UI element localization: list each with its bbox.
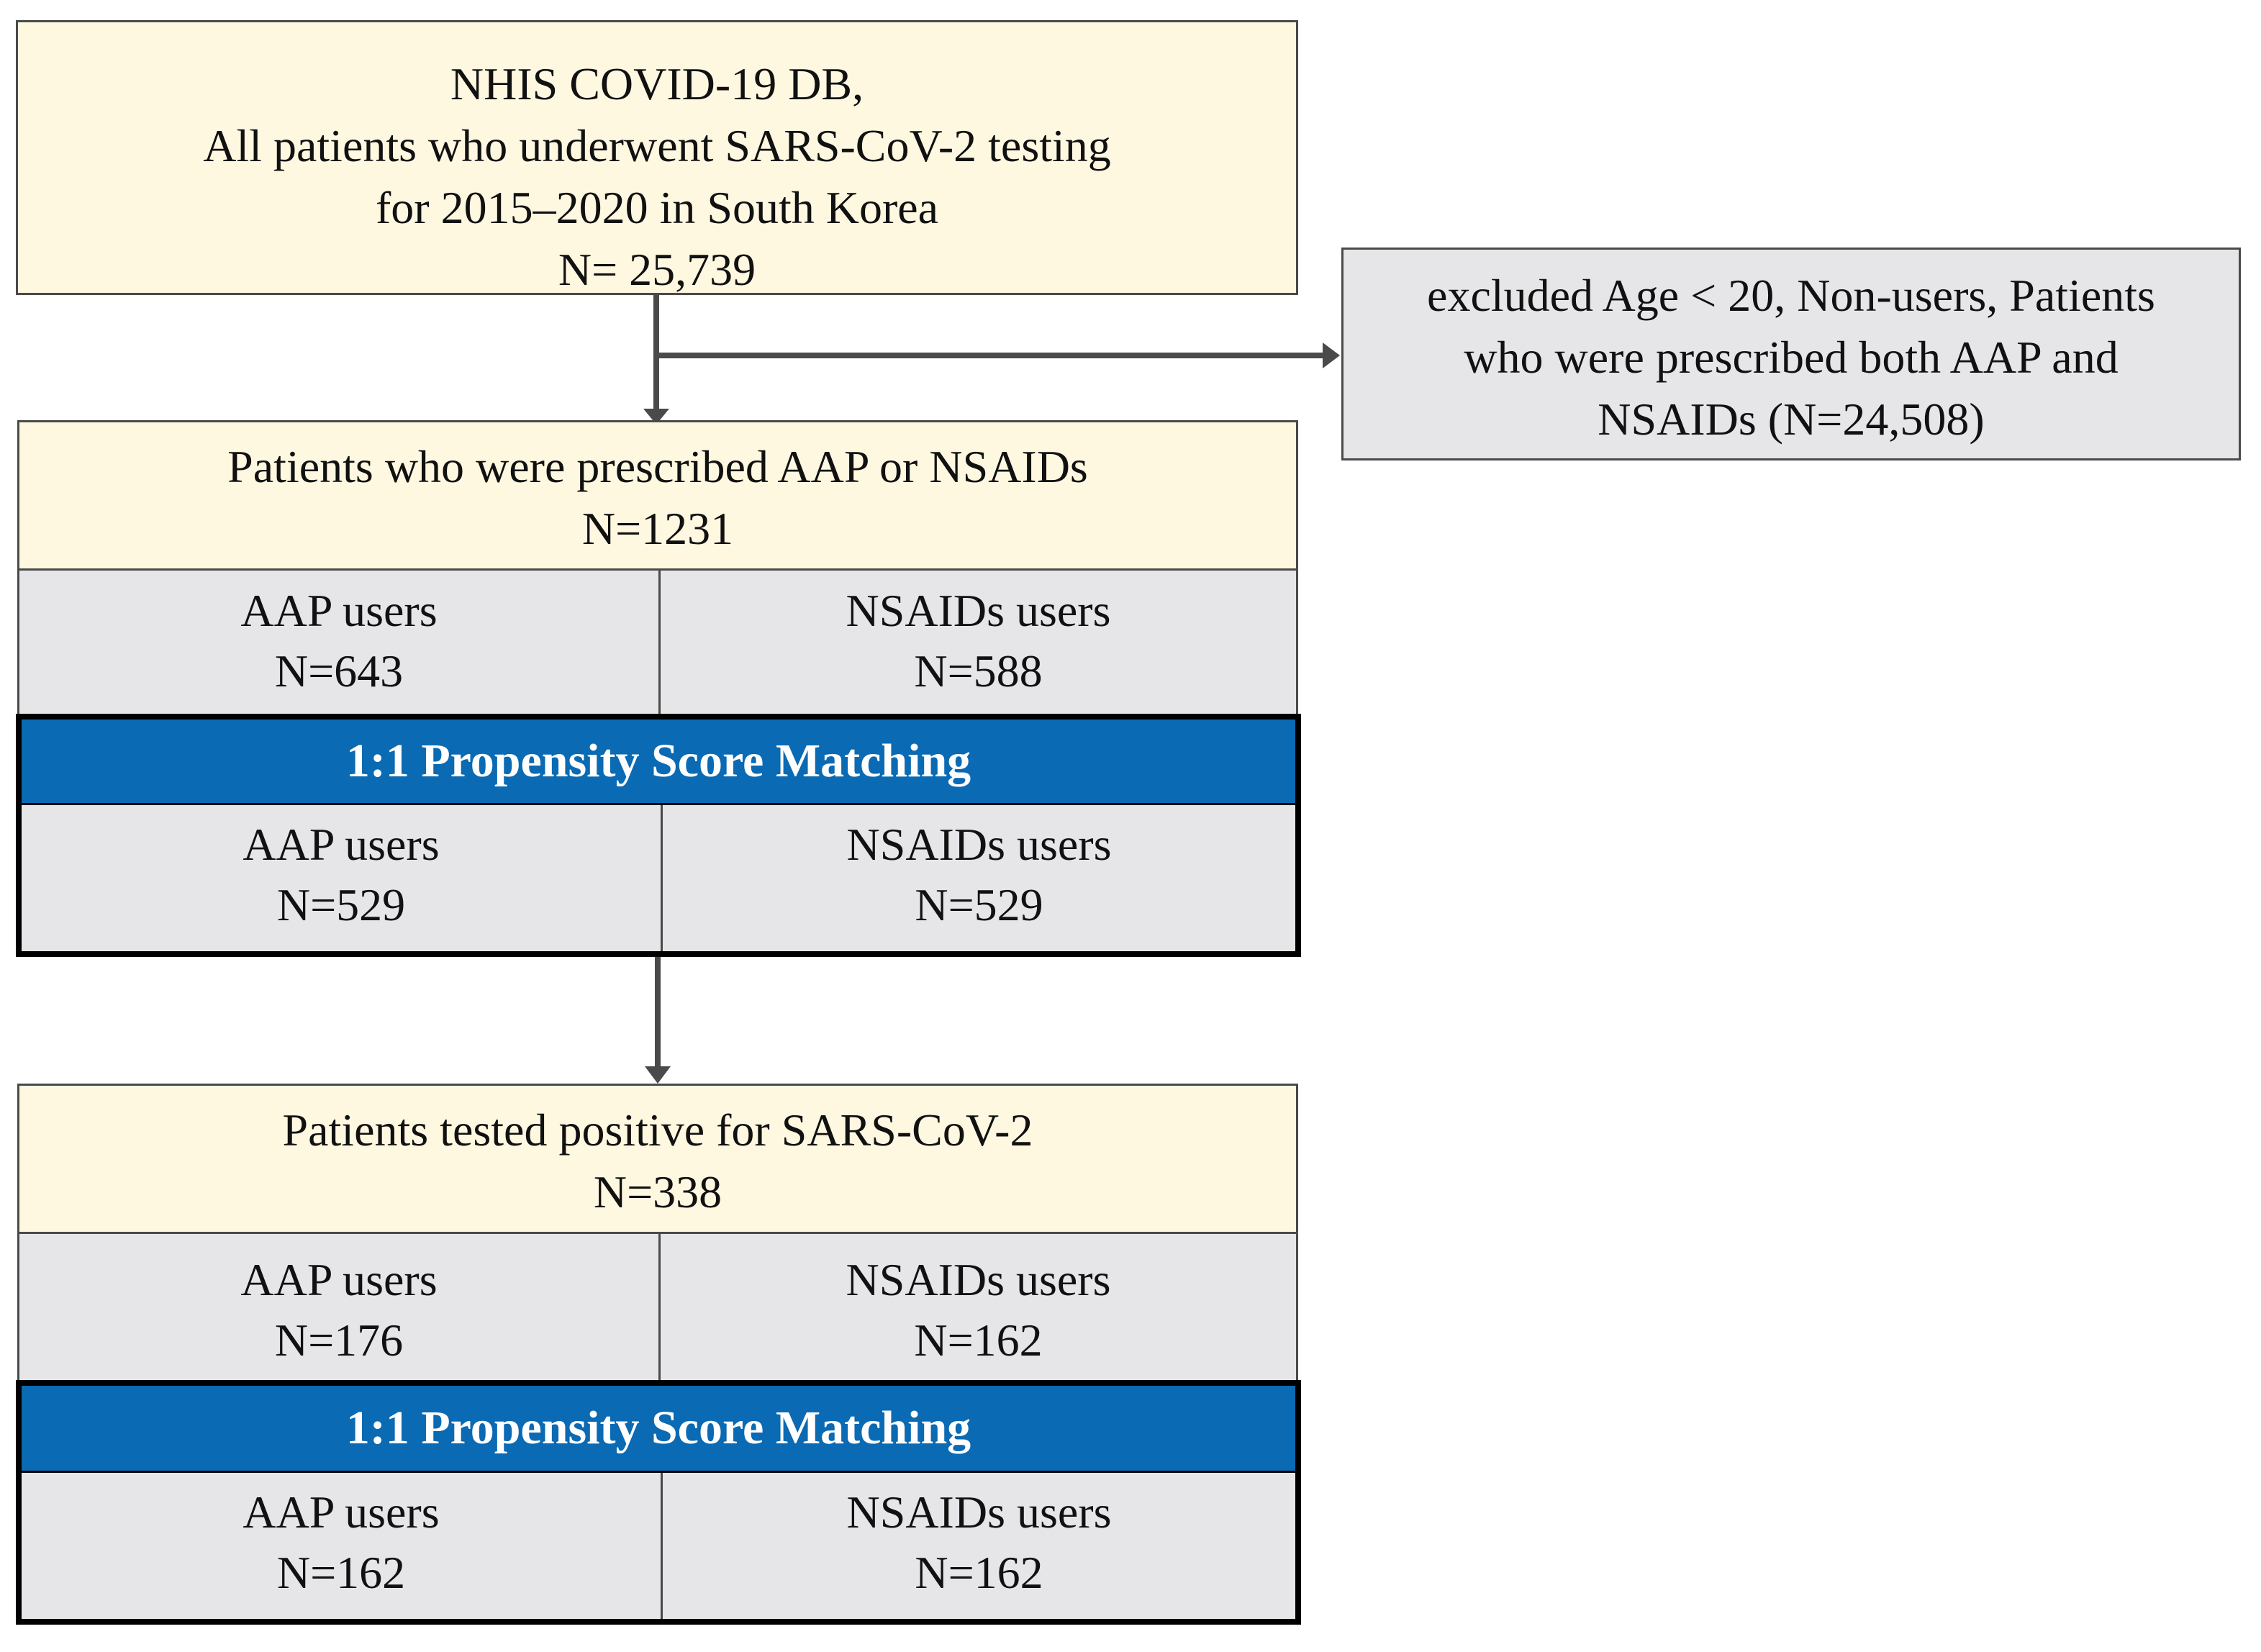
positive-split-divider (658, 1234, 661, 1386)
positive-aap-label: AAP users (240, 1254, 438, 1305)
positive-nsaid-cell: NSAIDs users N=162 (661, 1250, 1296, 1371)
top-cohort-line3: for 2015–2020 in South Korea (375, 182, 939, 233)
positive-matching-block: 1:1 Propensity Score Matching AAP users … (16, 1380, 1301, 1625)
prescribed-count: N=1231 (581, 503, 734, 554)
matched-divider (661, 805, 663, 951)
exclusion-line2: who were prescribed both AAP and (1464, 332, 2119, 383)
aap-users-cell: AAP users N=643 (19, 581, 658, 702)
matched-nsaid-label: NSAIDs users (846, 819, 1112, 870)
exclusion-box: excluded Age < 20, Non-users, Patients w… (1341, 248, 2241, 460)
psm-band: 1:1 Propensity Score Matching (22, 720, 1295, 803)
positive-psm-band: 1:1 Propensity Score Matching (22, 1386, 1295, 1471)
aap-users-count: N=643 (274, 645, 404, 696)
positive-matched-divider (661, 1473, 663, 1619)
top-cohort-count: N= 25,739 (558, 244, 756, 295)
arrowhead-exclusion (1323, 342, 1340, 368)
matched-aap-cell: AAP users N=529 (22, 814, 661, 935)
positive-aap-count: N=176 (274, 1315, 404, 1366)
psm-band-bottom-line (22, 803, 1295, 805)
positive-matched-aap-label: AAP users (243, 1487, 440, 1538)
positive-matched-aap-cell: AAP users N=162 (22, 1482, 661, 1603)
nsaid-users-count: N=588 (914, 645, 1043, 696)
exclusion-line3: NSAIDs (N=24,508) (1598, 394, 1985, 445)
aap-users-label: AAP users (240, 585, 438, 636)
matched-nsaid-cell: NSAIDs users N=529 (663, 814, 1295, 935)
positive-matched-aap-count: N=162 (276, 1547, 406, 1598)
positive-header-box: Patients tested positive for SARS-CoV-2 … (17, 1084, 1298, 1235)
positive-title: Patients tested positive for SARS-CoV-2 (282, 1104, 1033, 1156)
matched-aap-label: AAP users (243, 819, 440, 870)
matched-nsaid-count: N=529 (915, 879, 1043, 930)
prescribed-matching-block: 1:1 Propensity Score Matching AAP users … (16, 714, 1301, 957)
positive-matched-nsaid-count: N=162 (915, 1547, 1043, 1598)
top-cohort-box: NHIS COVID-19 DB, All patients who under… (16, 20, 1298, 295)
nsaid-users-label: NSAIDs users (846, 585, 1111, 636)
positive-count: N=338 (593, 1166, 722, 1217)
positive-matched-nsaid-cell: NSAIDs users N=162 (663, 1482, 1295, 1603)
matched-aap-count: N=529 (276, 879, 406, 930)
positive-split-row: AAP users N=176 NSAIDs users N=162 (17, 1232, 1298, 1386)
prescribed-split-row: AAP users N=643 NSAIDs users N=588 (17, 568, 1298, 719)
nsaid-users-cell: NSAIDs users N=588 (661, 581, 1296, 702)
positive-psm-band-bottom-line (22, 1471, 1295, 1473)
split-divider (658, 571, 661, 719)
top-cohort-line2: All patients who underwent SARS-CoV-2 te… (203, 120, 1111, 171)
prescribed-header-box: Patients who were prescribed AAP or NSAI… (17, 420, 1298, 571)
arrowhead-prescribed (643, 409, 669, 425)
positive-nsaid-count: N=162 (914, 1315, 1043, 1366)
prescribed-title: Patients who were prescribed AAP or NSAI… (227, 441, 1088, 492)
exclusion-line1: excluded Age < 20, Non-users, Patients (1427, 270, 2155, 321)
positive-nsaid-label: NSAIDs users (846, 1254, 1111, 1305)
arrowhead-positive (645, 1066, 671, 1084)
top-cohort-line1: NHIS COVID-19 DB, (450, 58, 864, 109)
positive-matched-nsaid-label: NSAIDs users (846, 1487, 1112, 1538)
positive-aap-cell: AAP users N=176 (19, 1250, 658, 1371)
